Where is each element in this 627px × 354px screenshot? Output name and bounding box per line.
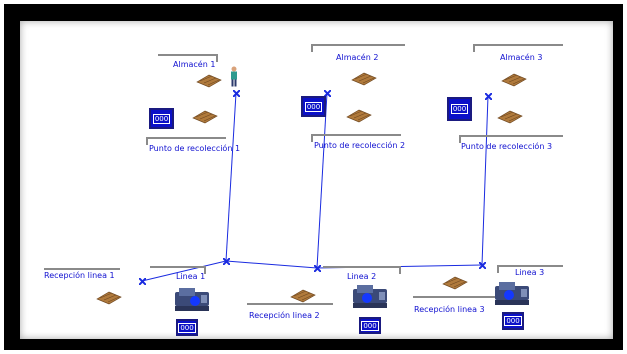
recepcion-2-bar bbox=[247, 303, 333, 311]
pallet-icon[interactable] bbox=[346, 109, 372, 123]
recepcion-1-label: Recepción linea 1 bbox=[44, 271, 115, 280]
almacen-1-label: Almacén 1 bbox=[173, 60, 216, 69]
network-node-icon[interactable] bbox=[479, 262, 486, 269]
pallet-icon[interactable] bbox=[497, 110, 523, 124]
punto-2-label: Punto de recolección 2 bbox=[314, 141, 406, 150]
linea-2-bar bbox=[323, 266, 401, 274]
linea-2-counter: 000 bbox=[359, 317, 381, 334]
almacen-2-label: Almacén 2 bbox=[336, 53, 379, 62]
almacen-3-label: Almacén 3 bbox=[500, 53, 543, 62]
pallet-icon[interactable] bbox=[501, 73, 527, 87]
path-link bbox=[225, 260, 318, 269]
pallet-icon[interactable] bbox=[196, 74, 222, 88]
pallet-icon[interactable] bbox=[192, 110, 218, 124]
linea-3-label: Linea 3 bbox=[515, 268, 545, 277]
network-node-icon[interactable] bbox=[485, 93, 492, 100]
recepcion-3-bar bbox=[413, 296, 495, 304]
linea-1-bar bbox=[150, 266, 206, 274]
linea-3-counter: 000 bbox=[502, 312, 524, 330]
path-link bbox=[316, 92, 328, 269]
window-frame: Almacén 1 000 Punto de recolección 1 Alm… bbox=[4, 4, 623, 350]
path-link bbox=[141, 260, 227, 282]
linea-2-label: Linea 2 bbox=[347, 272, 377, 281]
punto-3-bar bbox=[459, 135, 563, 143]
pallet-icon[interactable] bbox=[351, 72, 377, 86]
almacen-2-bar bbox=[311, 44, 405, 52]
punto-3-counter: 000 bbox=[447, 97, 472, 121]
punto-2-counter: 000 bbox=[301, 96, 326, 117]
machine-icon[interactable] bbox=[173, 286, 211, 314]
recepcion-2-label: Recepción linea 2 bbox=[249, 311, 320, 320]
linea-1-label: Linea 1 bbox=[176, 272, 206, 281]
punto-1-bar bbox=[146, 137, 226, 145]
network-node-icon[interactable] bbox=[233, 90, 240, 97]
pallet-icon[interactable] bbox=[290, 289, 316, 303]
almacen-3-bar bbox=[473, 44, 563, 52]
machine-icon[interactable] bbox=[351, 283, 389, 311]
recepcion-3-label: Recepción linea 3 bbox=[414, 305, 485, 314]
almacen-1-bar bbox=[158, 54, 218, 62]
network-node-icon[interactable] bbox=[314, 265, 321, 272]
punto-3-label: Punto de recolección 3 bbox=[461, 142, 553, 151]
machine-icon[interactable] bbox=[493, 280, 531, 308]
path-link bbox=[225, 92, 237, 262]
operator-icon[interactable] bbox=[229, 66, 239, 88]
simulation-canvas[interactable]: Almacén 1 000 Punto de recolección 1 Alm… bbox=[20, 21, 613, 339]
punto-1-counter: 000 bbox=[149, 108, 174, 129]
path-link bbox=[481, 95, 489, 266]
network-node-icon[interactable] bbox=[139, 278, 146, 285]
network-node-icon[interactable] bbox=[223, 258, 230, 265]
punto-2-bar bbox=[311, 134, 401, 142]
pallet-icon[interactable] bbox=[442, 276, 468, 290]
linea-1-counter: 000 bbox=[176, 319, 198, 336]
linea-3-bar bbox=[497, 265, 563, 273]
recepcion-1-bar bbox=[44, 268, 120, 276]
punto-1-label: Punto de recolección 1 bbox=[149, 144, 241, 153]
pallet-icon[interactable] bbox=[96, 291, 122, 305]
